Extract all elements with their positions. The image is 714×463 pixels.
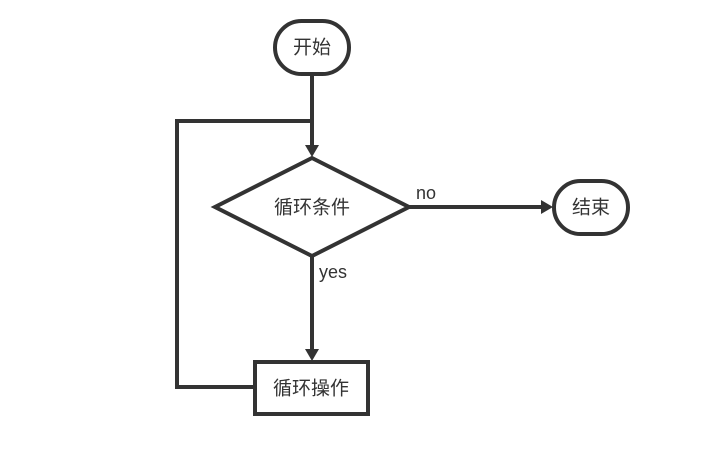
edge-condition-to-end-arrowhead (541, 200, 553, 214)
node-operation-shape (253, 360, 370, 416)
edge-loop-back (175, 119, 312, 389)
node-end-label: 结束 (572, 197, 610, 219)
node-condition: 循环条件 (210, 155, 414, 259)
node-start-label: 开始 (293, 37, 331, 59)
node-end: 结束 (552, 179, 630, 236)
node-start-shape (273, 19, 351, 76)
edge-start-to-condition-arrowhead (305, 145, 319, 157)
edge-condition-to-operation-arrowhead (305, 349, 319, 361)
edge-start-to-condition (305, 75, 319, 157)
node-operation: 循环操作 (253, 360, 370, 416)
node-end-shape (552, 179, 630, 236)
node-condition-shape (210, 155, 414, 259)
edge-label-yes: yes (319, 262, 347, 282)
edge-condition-to-end: no (408, 183, 553, 214)
node-start: 开始 (273, 19, 351, 76)
edge-loop-back-line (175, 119, 312, 389)
edge-condition-to-operation: yes (305, 256, 347, 361)
node-operation-label: 循环操作 (273, 378, 349, 400)
node-condition-label: 循环条件 (274, 197, 350, 219)
edge-label-no: no (416, 183, 436, 203)
